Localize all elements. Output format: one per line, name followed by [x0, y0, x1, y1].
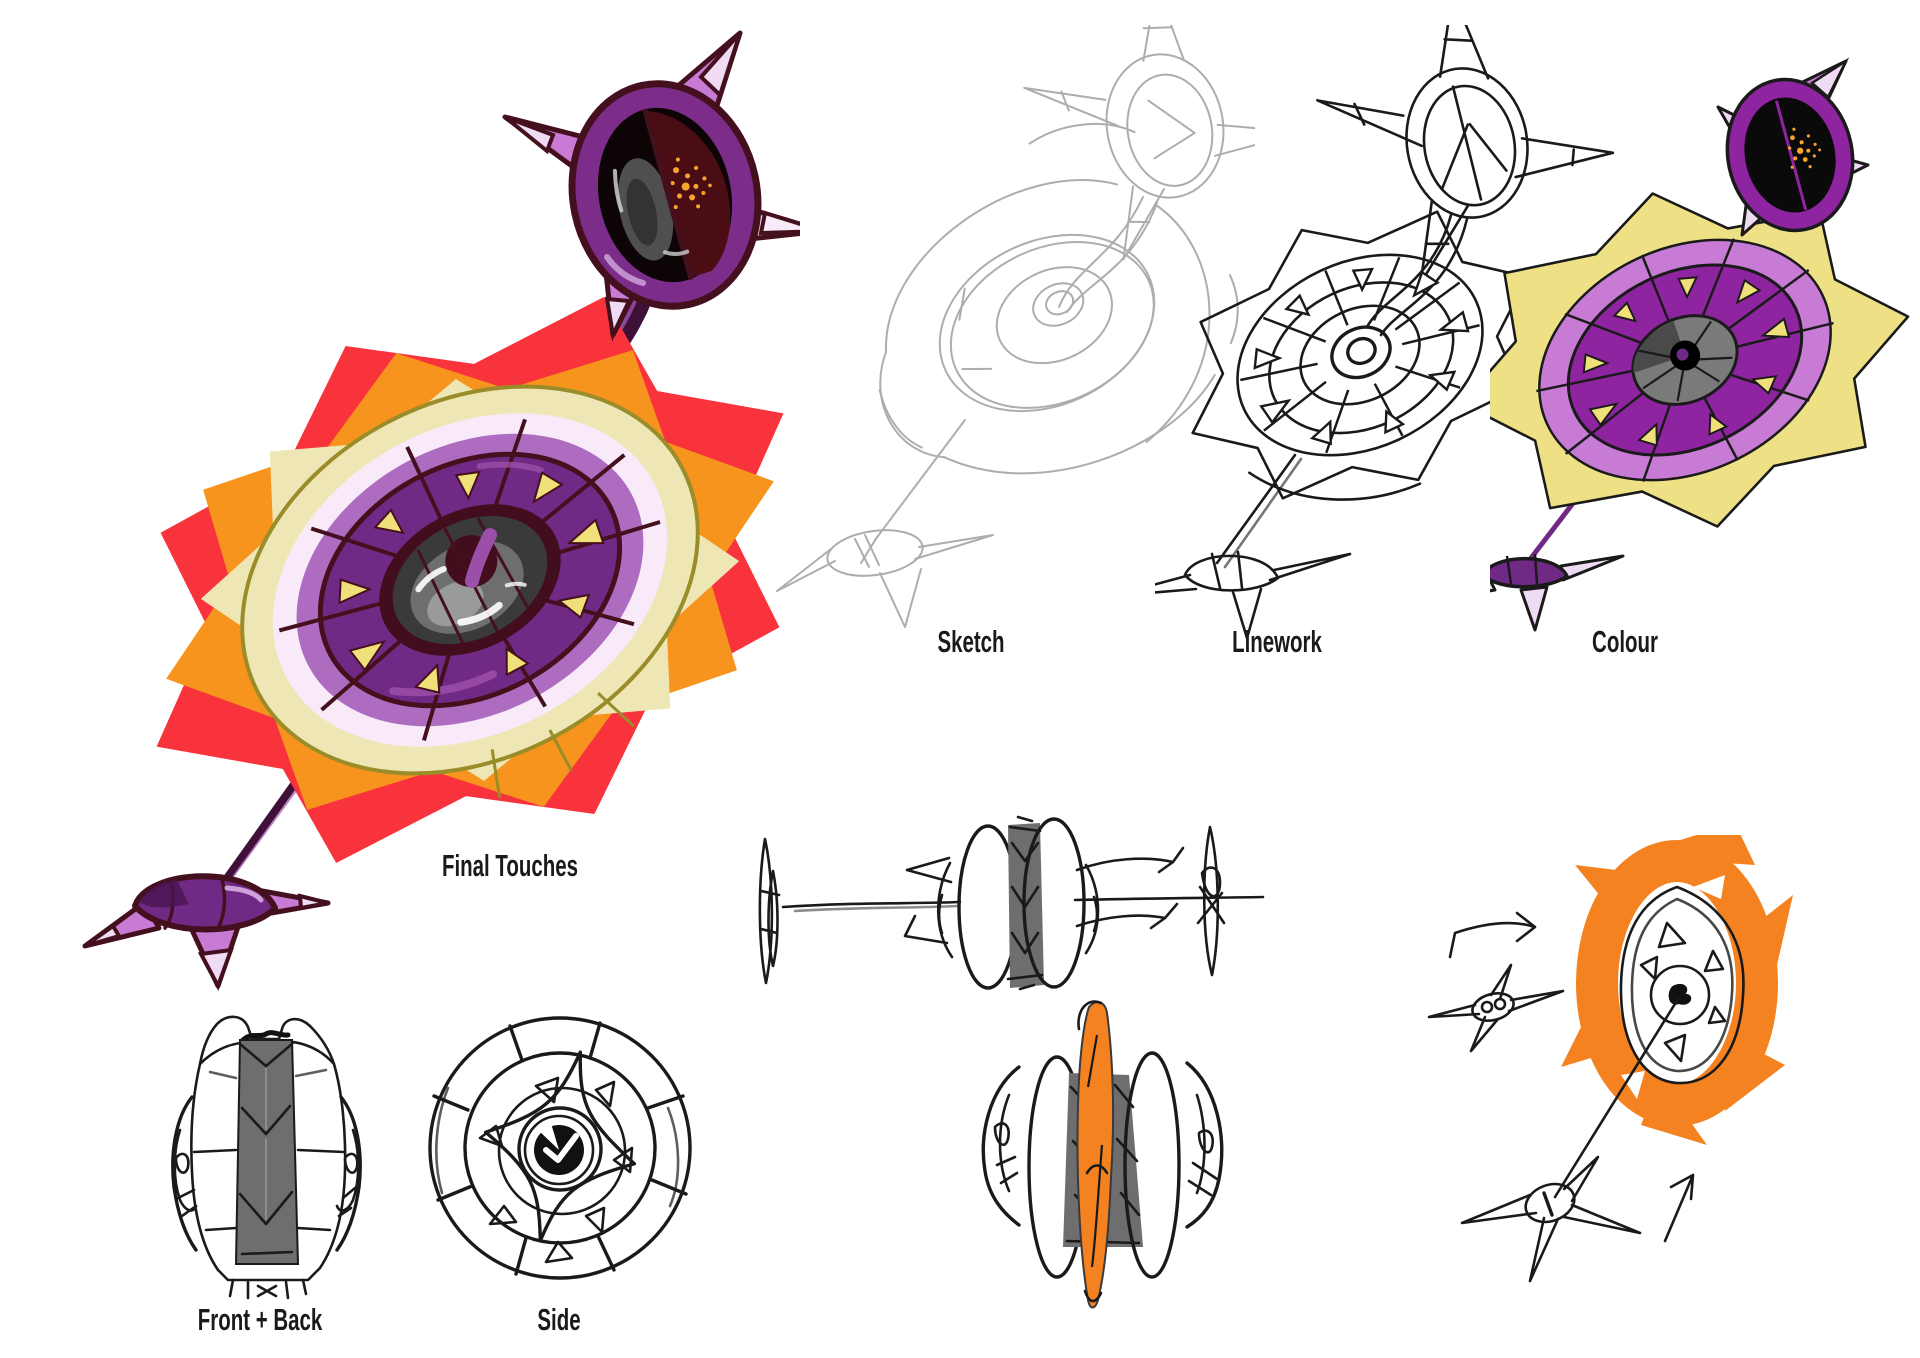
- arrow-right-upper: [1075, 846, 1185, 874]
- linework-label: Linework: [1232, 624, 1322, 659]
- final-touches-label: Final Touches: [441, 848, 579, 883]
- colour-figure: [1490, 57, 1920, 632]
- sketch-disc: [878, 123, 1239, 475]
- arrow-left-lower: [903, 914, 949, 945]
- sketch-foot: [776, 529, 994, 628]
- feet-lines: [228, 1278, 308, 1300]
- side-view-figure: [428, 1016, 692, 1280]
- tether-line: [1553, 997, 1680, 1199]
- arrow-upper-left: [1448, 911, 1537, 959]
- swirl-eye: [1619, 885, 1745, 1085]
- stalk-tip: [465, 528, 497, 588]
- spiral-study-figure: [1427, 835, 1793, 1283]
- creature-foot: [82, 873, 331, 991]
- rotation-arrows: [903, 846, 1185, 945]
- rotation-diagram: [758, 815, 1265, 991]
- sketch-head: [1023, 25, 1255, 261]
- linework-head: [1316, 25, 1615, 285]
- center-eye: [517, 1106, 603, 1192]
- linework-figure: [1155, 25, 1615, 640]
- arrow-right-lower: [1075, 902, 1179, 930]
- colour-label: Colour: [1592, 624, 1658, 659]
- sketch-leg: [874, 419, 966, 541]
- four-point-star: [483, 1050, 637, 1243]
- orange-blade: [1076, 1000, 1115, 1309]
- sketch-stalk: [1058, 196, 1158, 313]
- front-back-figure: [171, 1015, 362, 1300]
- right-side-fin: [335, 1095, 362, 1252]
- colour-head: [1716, 57, 1870, 237]
- colour-disc: [1490, 148, 1920, 572]
- body-seams: [192, 1068, 346, 1232]
- orange-swirl: [1561, 835, 1793, 1145]
- front-blade-figure: [981, 1000, 1224, 1309]
- axis-line: [781, 895, 1265, 913]
- creature-head: [502, 30, 800, 342]
- left-fin: [758, 837, 781, 985]
- colour-foot: [1490, 553, 1625, 632]
- linework-leg: [1215, 453, 1303, 569]
- front-back-label: Front + Back: [197, 1302, 323, 1337]
- gray-stripe: [234, 1039, 300, 1265]
- lower-star: [1460, 1155, 1642, 1283]
- left-side-fin: [171, 1095, 198, 1252]
- linework-disc: [1155, 150, 1587, 560]
- side-label: Side: [537, 1302, 581, 1337]
- arrow-left-upper: [905, 856, 953, 884]
- right-outer-fin: [1185, 1061, 1224, 1229]
- linework-foot: [1155, 550, 1352, 640]
- center-assembly: [936, 815, 1100, 991]
- band-chevrons: [1006, 815, 1044, 991]
- final-touches-figure: [32, 30, 800, 991]
- arrow-lower-right: [1663, 1173, 1695, 1243]
- sketch-label: Sketch: [937, 624, 1005, 659]
- upper-star: [1427, 963, 1565, 1053]
- left-outer-fin: [981, 1065, 1021, 1227]
- head-eye: [597, 107, 733, 283]
- right-disc: [1123, 1051, 1181, 1279]
- sketch-figure: [776, 25, 1255, 628]
- right-fin: [1196, 825, 1226, 977]
